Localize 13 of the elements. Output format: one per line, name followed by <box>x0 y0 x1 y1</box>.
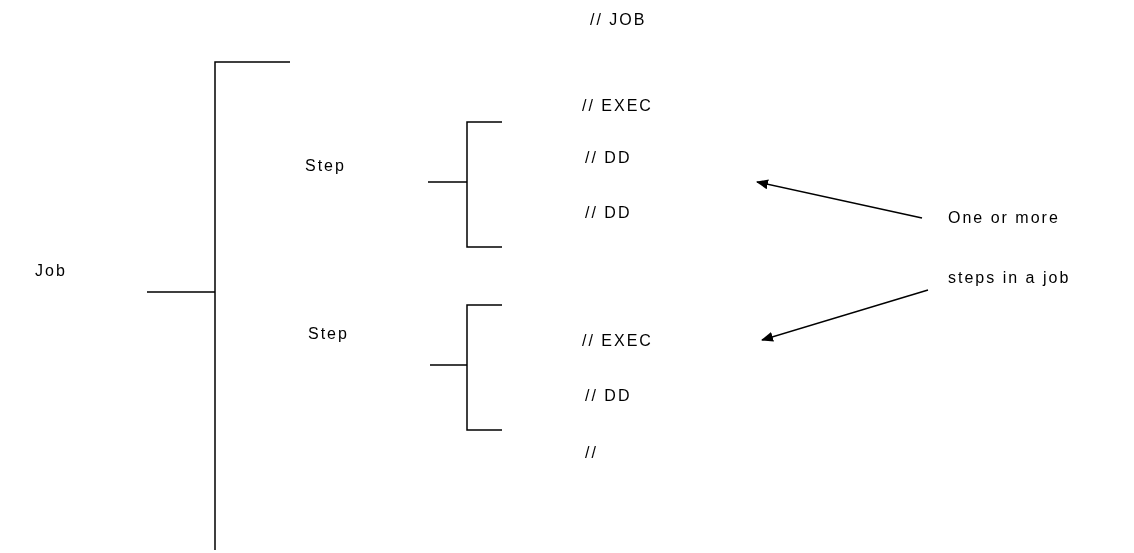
callout-text: One or more steps in a job <box>948 188 1098 308</box>
code-line: // JOB <box>590 10 647 30</box>
tree-label: Step <box>305 156 346 176</box>
tree-label: Step <box>308 324 349 344</box>
code-line: // EXEC <box>582 96 653 116</box>
code-line: // DD <box>585 203 632 223</box>
code-line: // DD <box>585 148 632 168</box>
code-line: // <box>585 443 598 463</box>
tree-label: Job <box>35 261 67 281</box>
code-line: // EXEC <box>582 331 653 351</box>
code-line: // DD <box>585 386 632 406</box>
arrow <box>756 179 923 219</box>
arrow <box>761 289 929 342</box>
